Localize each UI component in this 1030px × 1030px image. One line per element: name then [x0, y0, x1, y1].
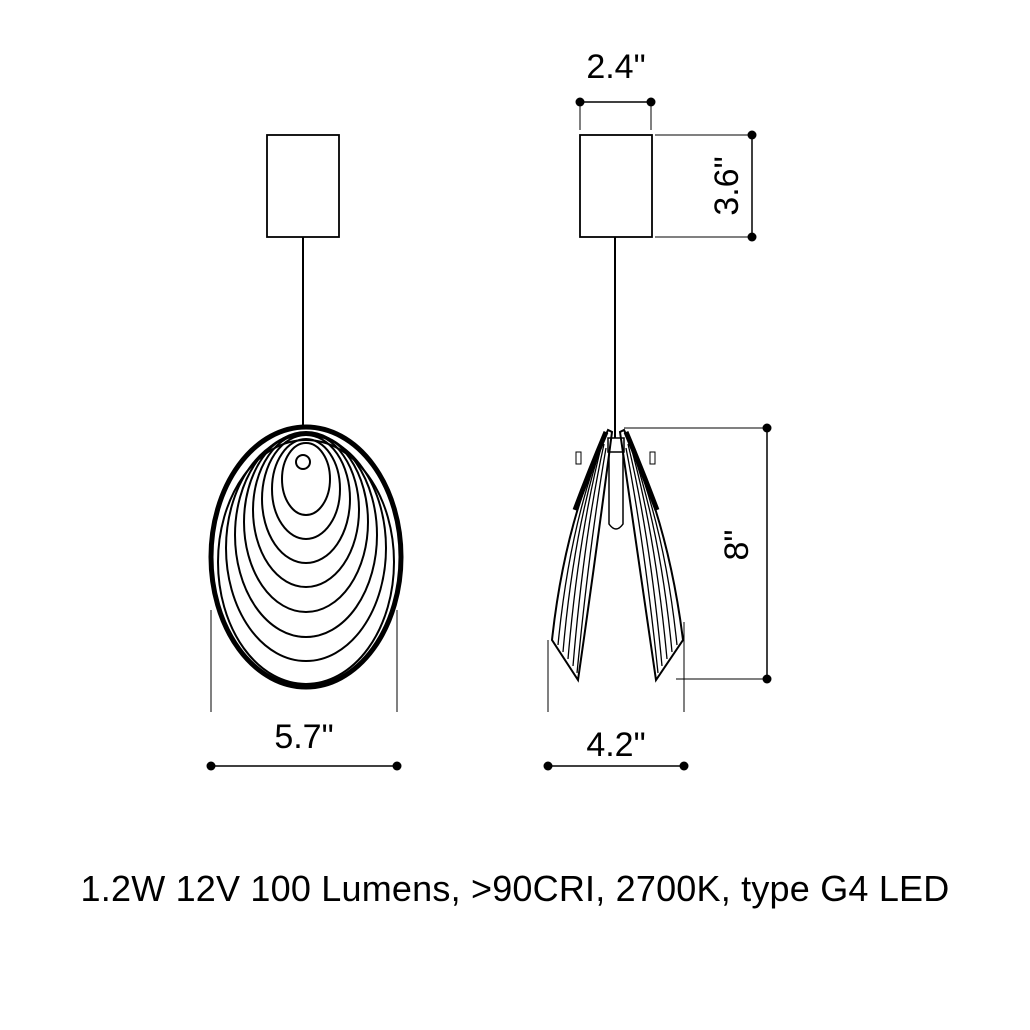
led-spec-caption: 1.2W 12V 100 Lumens, >90CRI, 2700K, type…	[80, 868, 950, 909]
shade-height-label: 8"	[718, 530, 756, 561]
side-left-wing	[550, 428, 614, 683]
front-shell-hole	[295, 454, 311, 470]
front-shell	[208, 424, 404, 690]
g4-led-bulb	[607, 437, 625, 530]
canopy-width-label: 2.4"	[586, 48, 645, 86]
side-width-label: 4.2"	[586, 726, 645, 764]
side-right-wing	[618, 428, 685, 683]
front-width-label: 5.7"	[274, 718, 333, 756]
front-canopy	[266, 134, 340, 238]
side-canopy	[579, 134, 653, 238]
canopy-height-label: 3.6"	[708, 156, 746, 215]
